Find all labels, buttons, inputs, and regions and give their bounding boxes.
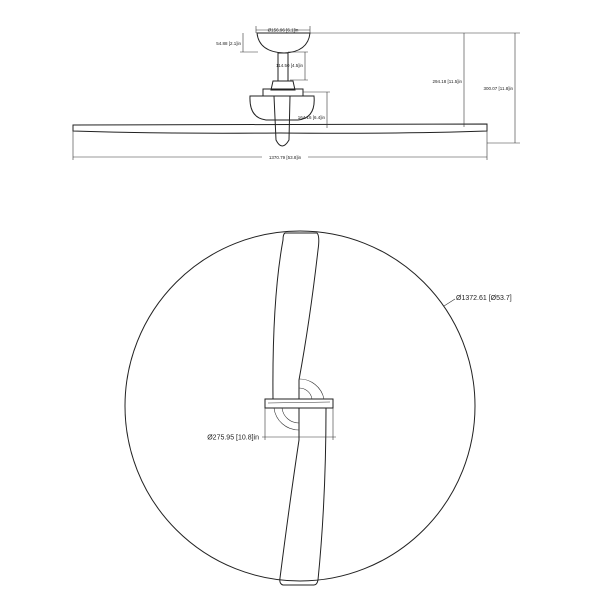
motor-bowl (249, 95, 315, 121)
side-view: Ø156.96 [6.1]in 54.88 [2.1]in 114.50 [4.… (72, 26, 520, 160)
ceiling-to-blade-label: 294.18 [11.5]in (433, 79, 463, 84)
canopy (256, 32, 311, 54)
overall-height-label: 300.07 [11.8]in (484, 86, 514, 91)
hub-lower-arc (273, 407, 300, 431)
canopy-diameter-label: Ø156.96 [6.1]in (268, 28, 299, 33)
motor-cap (270, 80, 296, 91)
hub-upper-arc (298, 378, 325, 400)
downrod-length-label: 114.50 [4.5]in (276, 63, 303, 68)
dimension-lines (72, 26, 520, 160)
hub-bar (264, 398, 334, 409)
sweep-circle (124, 230, 476, 582)
canopy-height-label: 54.88 [2.1]in (216, 41, 241, 46)
blade-bottom (279, 407, 327, 586)
sweep-diameter-label: Ø1372.61 [Ø53.7] (456, 295, 512, 302)
blade-span-label: 1370.79 [53.8]in (269, 155, 302, 160)
blade-side (72, 123, 488, 134)
blade-top (272, 232, 320, 400)
motor-diameter-label: Ø275.95 [10.8]in (207, 435, 259, 442)
motor-height-label: 164.16 [6.4]in (298, 115, 326, 120)
bottom-view: Ø275.95 [10.8]in Ø1372.61 [Ø53.7] (124, 230, 512, 586)
blade-bracket (273, 95, 291, 147)
